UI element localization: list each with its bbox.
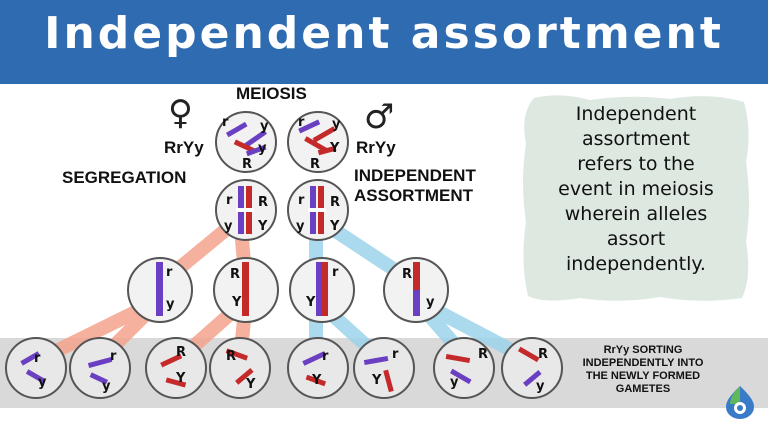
allele-label: R (258, 195, 268, 210)
title-banner: Independent assortment (0, 0, 768, 84)
gamete-cell-1 (5, 337, 67, 399)
middle-cell-2 (213, 257, 279, 323)
allele-label: R (242, 157, 252, 172)
allele-label: y (258, 141, 267, 156)
meiosis-label: MEIOSIS (236, 84, 307, 103)
note-line: Independent (575, 103, 697, 125)
note-line: assortment (581, 128, 691, 150)
allele-label: r (332, 265, 339, 280)
allele-label: y (296, 219, 305, 234)
allele-label: Y (371, 373, 382, 388)
allele-label: r (298, 115, 305, 130)
allele-label: r (34, 351, 41, 366)
caption-line: RrYy SORTING (603, 344, 683, 356)
allele-label: Y (245, 377, 256, 392)
allele-label: y (260, 119, 269, 134)
allele-label: y (166, 297, 175, 312)
female-parent-cell (215, 111, 277, 173)
note-line: refers to the (577, 153, 695, 175)
gametes-caption: RrYy SORTING INDEPENDENTLY INTO THE NEWL… (570, 344, 716, 396)
allele-label: R (230, 267, 240, 282)
note-line: wherein alleles (564, 203, 708, 225)
allele-label: y (224, 219, 233, 234)
gamete-cell-7 (433, 337, 495, 399)
definition-note-background (523, 95, 749, 301)
gamete-cell-3 (145, 337, 207, 399)
allele-label: r (226, 193, 233, 208)
independent-label-line: INDEPENDENT (354, 166, 476, 185)
segregation-label: SEGREGATION (62, 168, 187, 187)
gamete-cell-8 (501, 337, 563, 399)
allele-label: R (402, 267, 412, 282)
male-parent-cell (287, 111, 349, 173)
note-line: independently. (566, 253, 706, 275)
allele-label: R (310, 157, 320, 172)
allele-label: R (478, 347, 488, 362)
caption-line: INDEPENDENTLY INTO (582, 357, 704, 369)
male-duplicated-cell (287, 179, 349, 241)
allele-label: r (298, 193, 305, 208)
allele-label: r (222, 115, 229, 130)
allele-label: Y (329, 219, 340, 234)
allele-label: R (330, 195, 340, 210)
allele-label: y (536, 379, 545, 394)
caption-line: GAMETES (615, 383, 671, 395)
allele-label: r (392, 347, 399, 362)
allele-label: r (110, 349, 117, 364)
assortment-label-line: ASSORTMENT (354, 186, 473, 205)
allele-label: Y (175, 371, 186, 386)
allele-label: r (166, 265, 173, 280)
note-line: assort (606, 228, 666, 250)
male-symbol-icon: ♂ (364, 97, 395, 137)
allele-label: y (102, 379, 111, 394)
biology-online-logo-icon (726, 386, 754, 419)
allele-label: y (426, 295, 435, 310)
gamete-cell-4 (209, 337, 271, 399)
allele-label: Y (257, 219, 268, 234)
allele-label: y (332, 117, 341, 132)
gamete-cell-5 (287, 337, 349, 399)
definition-note: Independent assortment refers to the eve… (536, 102, 736, 277)
allele-label: R (538, 347, 548, 362)
allele-label: Y (305, 295, 316, 310)
page-title: Independent assortment (44, 8, 724, 59)
caption-line: THE NEWLY FORMED (585, 370, 701, 382)
gamete-cell-2 (69, 337, 131, 399)
female-genotype-label: RrYy (164, 138, 204, 157)
allele-label: Y (231, 295, 242, 310)
allele-label: r (322, 349, 329, 364)
middle-cell-3 (289, 257, 355, 323)
allele-label: Y (329, 141, 340, 156)
allele-label: y (450, 375, 459, 390)
allele-label: R (176, 345, 186, 360)
independent-assortment-label: INDEPENDENT ASSORTMENT (354, 166, 476, 206)
female-duplicated-cell (215, 179, 277, 241)
female-symbol-icon: ♀ (168, 93, 193, 133)
male-genotype-label: RrYy (356, 138, 396, 157)
allele-label: y (38, 375, 47, 390)
allele-label: R (226, 349, 236, 364)
gamete-cell-6 (353, 337, 415, 399)
note-line: event in meiosis (558, 178, 714, 200)
middle-cell-4 (383, 257, 449, 323)
allele-label: Y (311, 373, 322, 388)
middle-cell-1 (127, 257, 193, 323)
